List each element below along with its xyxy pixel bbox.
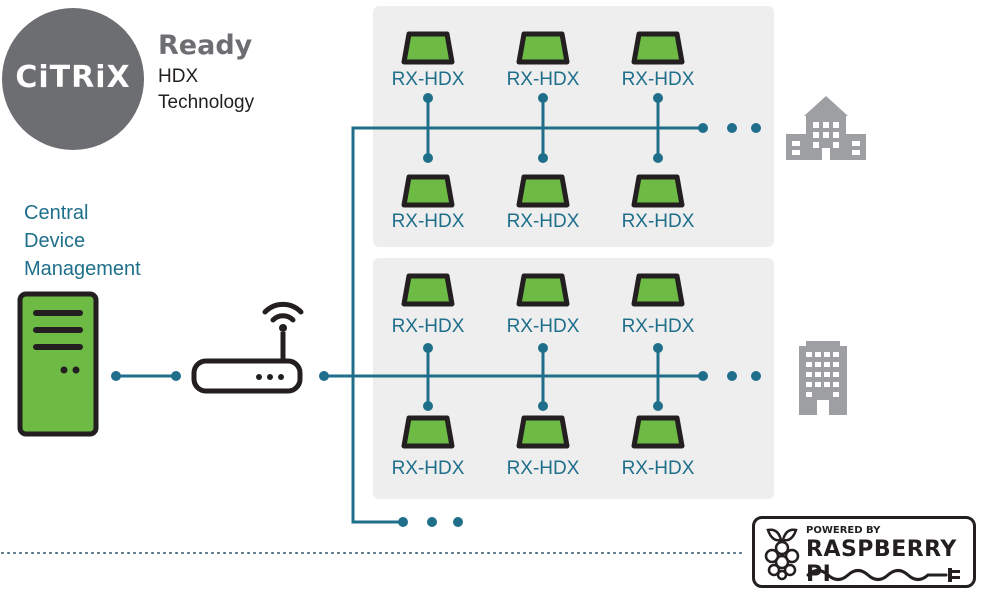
- tower-building-icon: [799, 341, 847, 415]
- office-building-icon: [786, 96, 866, 160]
- management-label-line2: Device: [24, 230, 86, 252]
- network-lines: [116, 98, 703, 524]
- device-label: RX-HDX: [621, 316, 695, 337]
- wave-line-icon: [806, 568, 960, 582]
- raspberry-icon: [764, 528, 800, 581]
- management-label-line3: Management: [24, 258, 141, 280]
- router-icon: [191, 332, 303, 394]
- device-label: RX-HDX: [506, 458, 580, 479]
- device-label: RX-HDX: [506, 69, 580, 90]
- wifi-icon: [262, 301, 304, 332]
- device-label: RX-HDX: [391, 69, 465, 90]
- technology-label: Technology: [158, 92, 255, 113]
- server-icon: [17, 291, 99, 437]
- network-dots: [111, 93, 761, 527]
- ready-label: Ready: [158, 30, 253, 61]
- citrix-logo: CiTRiX: [15, 60, 131, 95]
- raspberry-pi-label: RASPBERRY PI: [806, 537, 957, 587]
- device-label: RX-HDX: [391, 458, 465, 479]
- citrix-badge: [2, 8, 144, 150]
- device-label: RX-HDX: [391, 211, 465, 232]
- device-label: RX-HDX: [621, 458, 695, 479]
- device-label: RX-HDX: [621, 69, 695, 90]
- management-label-line1: Central: [24, 202, 89, 224]
- device-label: RX-HDX: [391, 316, 465, 337]
- device-label: RX-HDX: [506, 211, 580, 232]
- device-label: RX-HDX: [506, 316, 580, 337]
- hdx-label: HDX: [158, 66, 199, 87]
- powered-by-label: POWERED BY: [806, 525, 881, 536]
- device-label: RX-HDX: [621, 211, 695, 232]
